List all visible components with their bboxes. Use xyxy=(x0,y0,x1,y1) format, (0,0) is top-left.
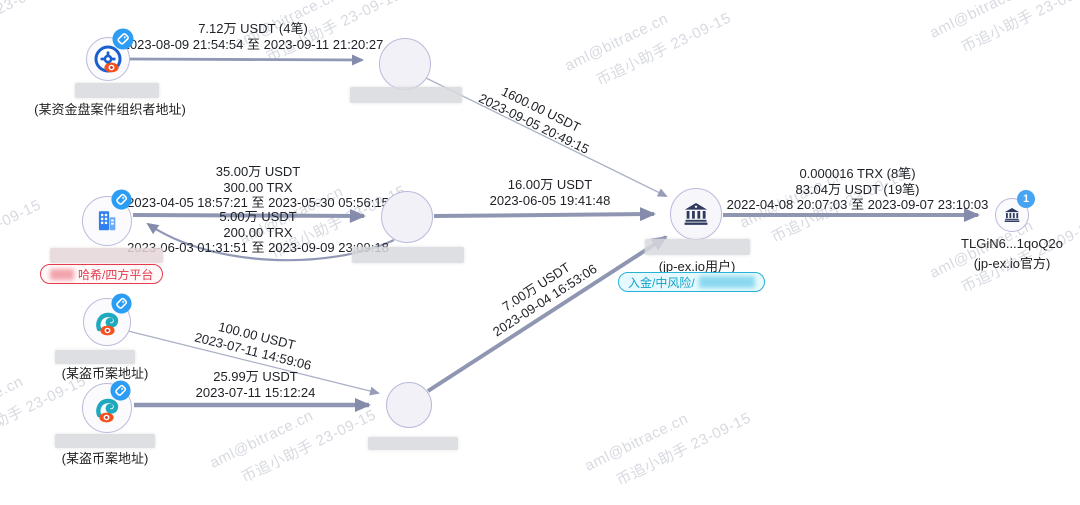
redacted-address xyxy=(352,247,464,263)
redacted-address xyxy=(350,87,462,103)
node-label-organizer: (某资金盘案件组织者地址) xyxy=(34,102,186,117)
tag-badge-icon xyxy=(110,380,132,402)
node-label-official: (jp-ex.io官方) xyxy=(973,256,1051,271)
redacted-address xyxy=(75,83,159,98)
eye-badge-icon xyxy=(99,410,114,423)
bank-icon xyxy=(684,203,708,225)
risk-tag-text: 哈希/四方平台 xyxy=(78,267,154,282)
redacted-address xyxy=(368,437,458,450)
node-label-hub: (jp-ex.io用户) xyxy=(658,259,736,274)
bank-icon xyxy=(1004,207,1020,222)
edge-mid1-to-hub[interactable] xyxy=(423,76,668,197)
node-official[interactable] xyxy=(995,198,1029,232)
risk-tag-hub[interactable]: 入金/中风险/ xyxy=(618,272,765,292)
redacted-address xyxy=(50,248,163,263)
edge-mid2-to-hub[interactable] xyxy=(433,207,656,222)
swirl-icon xyxy=(96,312,119,332)
risk-tag-platform[interactable]: 哈希/四方平台 xyxy=(40,264,164,284)
redacted-tag-text xyxy=(50,268,74,280)
node-intermediate-1[interactable] xyxy=(379,38,431,90)
node-label-theft-2: (某盗币案地址) xyxy=(61,451,149,466)
redacted-tag-text xyxy=(698,276,755,288)
edge-platform-to-mid2[interactable] xyxy=(132,208,366,223)
node-intermediate-2[interactable] xyxy=(381,191,433,243)
edge-mid3-to-hub[interactable] xyxy=(426,235,668,393)
redacted-address xyxy=(645,239,750,255)
eye-badge-icon xyxy=(100,323,115,336)
tag-badge-icon xyxy=(112,28,134,50)
edge-label-hub-official: 0.000016 TRX (8笔)83.04万 USDT (19笔)2022-0… xyxy=(726,166,989,212)
node-intermediate-3[interactable] xyxy=(386,382,432,428)
tag-badge-icon xyxy=(111,293,133,315)
tag-badge-icon xyxy=(111,189,133,211)
node-label-official-address: TLGiN6...1qoQ2o xyxy=(961,236,1063,251)
eye-badge-icon xyxy=(104,60,119,73)
node-label-theft-1: (某盗币案地址) xyxy=(61,366,149,381)
edge-organizer-to-mid1[interactable] xyxy=(129,54,364,66)
swirl-icon xyxy=(96,398,119,418)
risk-tag-text: 入金/中风险/ xyxy=(628,275,695,290)
building-icon xyxy=(98,211,116,231)
node-hub-user[interactable] xyxy=(670,188,722,240)
redacted-address xyxy=(55,350,135,364)
redacted-address xyxy=(55,434,155,448)
count-badge: 1 xyxy=(1017,190,1035,208)
edge-theft1-to-mid3[interactable] xyxy=(127,330,380,396)
edge-label-organizer-mid1: 7.12万 USDT (4笔)2023-08-09 21:54:54 至 202… xyxy=(122,21,384,52)
